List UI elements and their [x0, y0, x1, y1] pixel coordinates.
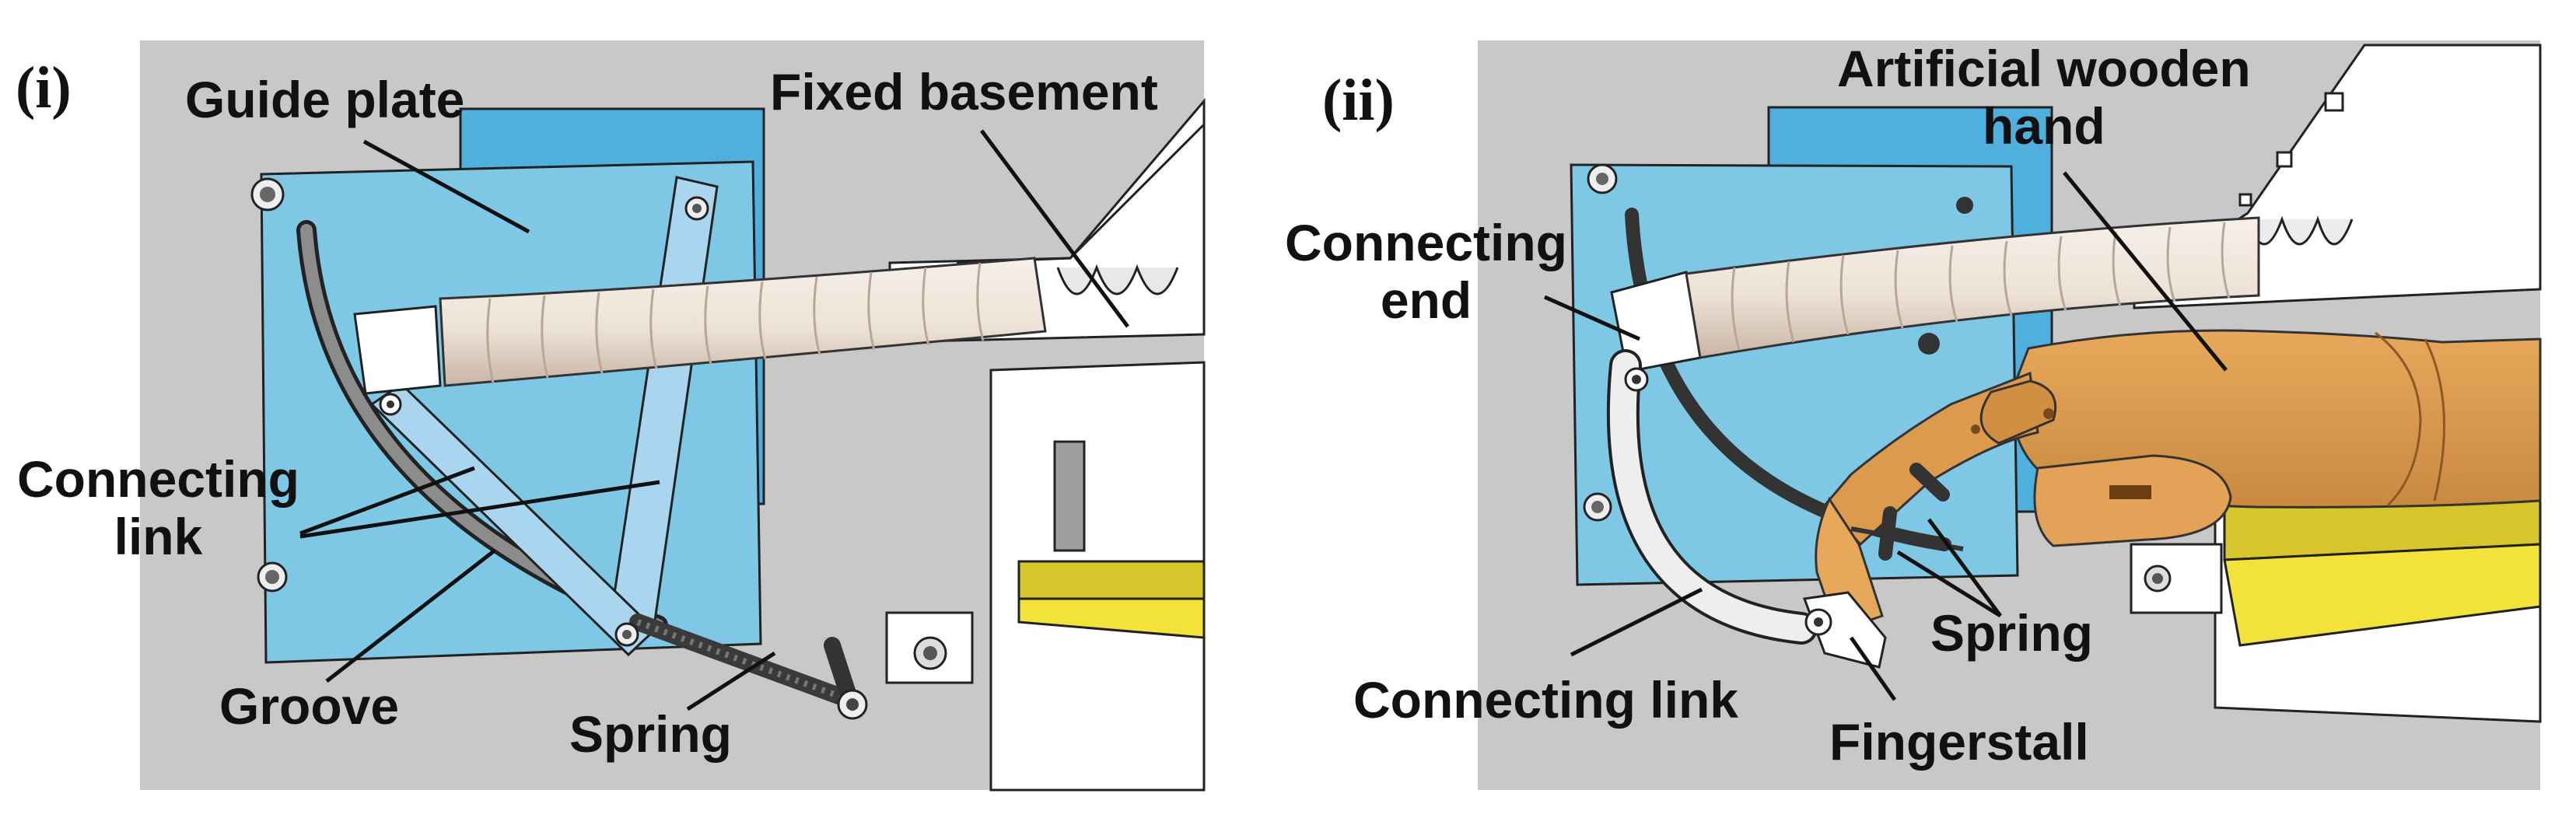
- finger-joint: [2043, 408, 2054, 419]
- leader-lines-ii: [1543, 171, 2228, 701]
- screw-head: [1583, 492, 1612, 522]
- label-artificial-wooden-hand: Artificial wooden hand: [1837, 40, 2251, 156]
- basement-notch: [2238, 193, 2252, 207]
- spring-coil-highlight: [636, 619, 851, 703]
- panel-ii-drawing: [1478, 40, 2542, 790]
- plate-hole: [1918, 333, 1940, 355]
- connecting-end-bolt: [1624, 367, 1649, 392]
- label-connecting-link: Connecting link: [17, 450, 299, 566]
- label-groove: Groove: [219, 677, 400, 735]
- basement-slot: [1053, 440, 1086, 552]
- yellow-pad: [1017, 560, 1206, 600]
- wooden-hand-wrist-band: [2424, 338, 2445, 502]
- basement-notch: [2324, 92, 2344, 112]
- label-fixed-basement: Fixed basement: [770, 63, 1158, 121]
- basement-notch: [2276, 151, 2293, 168]
- label-artificial-wooden-hand-line2: hand: [1983, 96, 2105, 155]
- label-connecting-link-line2: link: [114, 507, 203, 565]
- wooden-finger-lower: [2033, 454, 2232, 547]
- finger-segment-lines: [1731, 222, 2231, 351]
- finger-slot: [2109, 485, 2151, 499]
- plate-hole: [1956, 197, 1973, 214]
- bracket-bolt: [913, 636, 947, 670]
- label-fingerstall: Fingerstall: [1829, 713, 2089, 771]
- label-connecting-link-line1: Connecting: [17, 450, 299, 508]
- connecting-end-bolt: [379, 393, 402, 416]
- label-spring: Spring: [569, 705, 732, 763]
- panel-i-drawing: [140, 40, 1206, 792]
- label-guide-plate: Guide plate: [185, 71, 465, 128]
- spring: [1909, 463, 1950, 502]
- bracket-bolt: [2144, 565, 2172, 593]
- label-connecting-end-line2: end: [1380, 271, 1472, 329]
- fingerstall-bolt: [1804, 608, 1832, 636]
- basement-scallop: [2246, 215, 2354, 246]
- spring-tether: [1850, 526, 1964, 551]
- label-artificial-wooden-hand-line1: Artificial wooden: [1837, 40, 2251, 97]
- leader-lines-i: [299, 129, 1130, 711]
- label-connecting-link: Connecting link: [1353, 671, 1738, 729]
- finger-joint: [1971, 425, 1980, 434]
- wooden-hand-wrist: [2375, 331, 2422, 507]
- panel-i-tag: (i): [16, 55, 72, 121]
- finger-segment-lines: [486, 262, 985, 383]
- basement-scallop: [1056, 264, 1179, 295]
- yellow-pad-front: [1017, 597, 1206, 639]
- spring-anchor: [837, 689, 868, 720]
- connecting-end: [353, 305, 442, 395]
- label-spring: Spring: [1930, 604, 2093, 662]
- label-connecting-end-line1: Connecting: [1285, 214, 1567, 271]
- screw-head: [1587, 163, 1618, 194]
- wooden-finger-upper: [1979, 379, 2057, 445]
- panel-ii-tag: (ii): [1322, 68, 1395, 133]
- pivot-bolt: [684, 196, 709, 221]
- connecting-link-fill: [1609, 352, 1815, 641]
- segmented-finger: [1685, 216, 2260, 359]
- label-connecting-end: Connecting end: [1285, 214, 1567, 330]
- pivot-bolt: [614, 622, 639, 647]
- screw-head: [257, 561, 288, 593]
- yellow-pad-front: [2223, 543, 2542, 647]
- segmented-finger: [439, 257, 1047, 387]
- screw-head: [250, 177, 285, 211]
